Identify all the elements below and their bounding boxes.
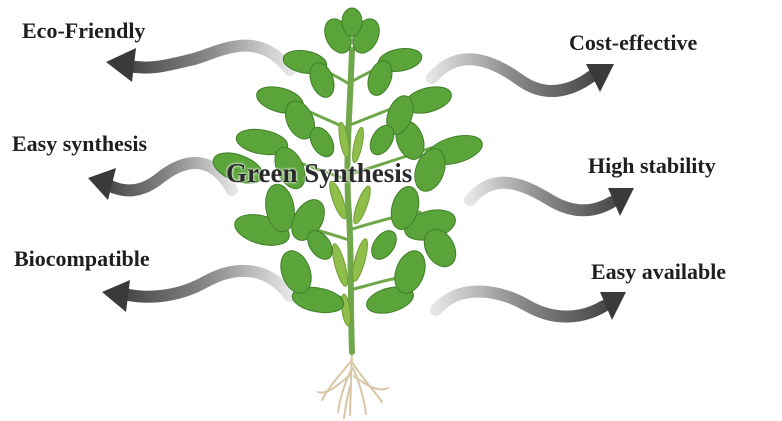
arrow-biocompatible [102,271,290,312]
benefit-label-high-stability: High stability [588,155,716,177]
arrow-cost-effective [432,59,614,92]
arrow-high-stability [470,183,634,216]
benefit-label-cost-effective: Cost-effective [569,32,697,54]
arrow-easy-synthesis [88,163,232,200]
center-title: Green Synthesis [226,158,412,189]
benefit-label-eco-friendly: Eco-Friendly [22,20,145,42]
plant-roots [318,350,388,418]
benefit-label-easy-available: Easy available [591,261,726,283]
arrow-easy-available [436,291,626,320]
benefit-label-easy-synthesis: Easy synthesis [12,133,147,155]
arrow-eco-friendly [106,46,290,82]
benefit-label-biocompatible: Biocompatible [14,248,150,270]
